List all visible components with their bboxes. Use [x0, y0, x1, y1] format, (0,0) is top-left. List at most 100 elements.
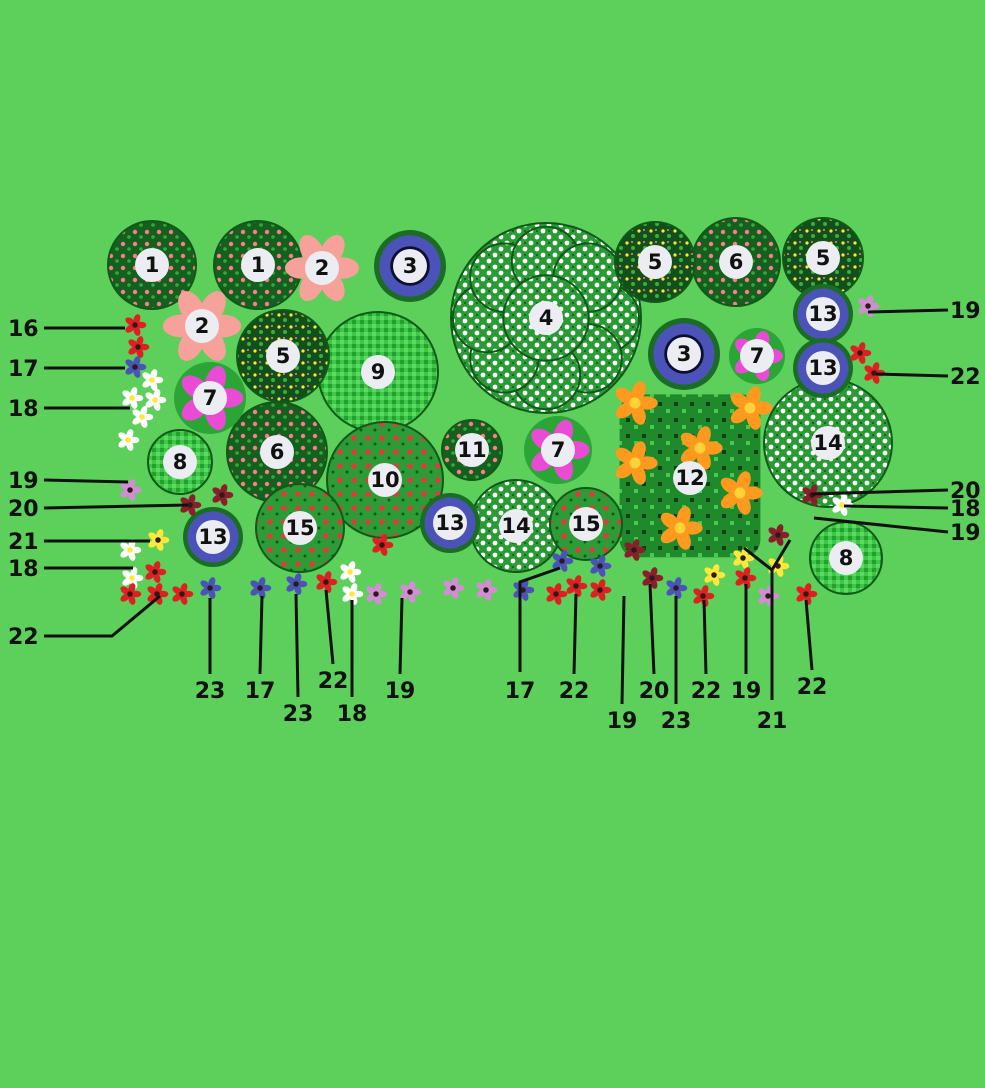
- bottom-label: 22: [691, 679, 722, 704]
- side-label-right: 22: [950, 365, 981, 390]
- plant-number-text: 13: [808, 356, 837, 380]
- leader-line-bottom: [804, 599, 814, 671]
- edging-flower-3: [142, 369, 164, 391]
- bottom-label: 22: [559, 679, 590, 704]
- edging-flower-46: [768, 524, 790, 546]
- side-label-left: 16: [8, 317, 39, 342]
- leader-line-right: [875, 372, 949, 378]
- edging-flower-21: [366, 583, 388, 605]
- plant-number-text: 13: [808, 302, 837, 326]
- plant-12-21-bloom-0: [615, 381, 658, 425]
- edging-flower-22: [400, 581, 422, 603]
- plant-number-text: 3: [403, 254, 418, 278]
- side-label-right: 18: [950, 497, 981, 522]
- edging-flower-26: [546, 583, 568, 605]
- plant-shapes: [107, 217, 893, 607]
- edging-flower-14: [172, 583, 194, 605]
- leader-line-bottom: [518, 566, 561, 672]
- plant-number-circle-25: [196, 520, 230, 554]
- side-label-right: 19: [950, 299, 981, 324]
- plant-number-circle-11: [667, 337, 701, 371]
- edging-flower-29: [552, 550, 574, 572]
- edging-flower-41: [850, 342, 872, 364]
- edging-flower-44: [802, 484, 824, 506]
- plant-number-text: 15: [285, 516, 314, 540]
- side-label-left: 20: [8, 497, 39, 522]
- plant-number-circle-20: [541, 433, 575, 467]
- plant-number-text: 10: [370, 468, 399, 492]
- leader-line-bottom: [324, 589, 335, 665]
- bottom-label: 23: [283, 702, 314, 727]
- edging-flower-5: [145, 389, 167, 411]
- plant-number-circle-18: [368, 463, 402, 497]
- leader-line-left: [43, 503, 189, 510]
- plant-number-circle-0: [135, 248, 169, 282]
- leader-line-bottom: [648, 583, 656, 675]
- plant-number-circle-19: [455, 433, 489, 467]
- side-label-left: 19: [8, 469, 39, 494]
- plant-number-circle-7: [806, 241, 840, 275]
- plant-number-text: 11: [457, 438, 486, 462]
- plant-number-circle-23: [433, 506, 467, 540]
- plant-12-21-bloom-5: [660, 506, 703, 550]
- edging-flower-13: [147, 583, 169, 605]
- plant-12-21-bloom-4: [720, 471, 763, 515]
- plant-number-circle-14: [806, 351, 840, 385]
- edging-flower-12: [120, 583, 142, 605]
- side-label-left: 18: [8, 397, 39, 422]
- plant-number-circle-6: [719, 245, 753, 279]
- edging-flower-50: [372, 534, 394, 556]
- edging-flower-24: [476, 579, 498, 601]
- edging-flower-0: [125, 314, 147, 336]
- bottom-label: 20: [639, 679, 670, 704]
- leader-line-left: [43, 478, 129, 484]
- plant-number-circle-3: [393, 249, 427, 283]
- plant-number-text: 3: [677, 342, 692, 366]
- bottom-label: 23: [195, 679, 226, 704]
- leader-line-bottom: [572, 593, 578, 675]
- plant-number-circle-22: [811, 426, 845, 460]
- plant-number-text: 13: [435, 511, 464, 535]
- edging-flower-8: [148, 529, 170, 551]
- leader-line-bottom: [294, 593, 300, 698]
- plant-number-text: 7: [203, 386, 218, 410]
- plant-number-text: 15: [571, 512, 600, 536]
- leader-line-bottom: [702, 599, 708, 675]
- plant-number-circle-8: [185, 309, 219, 343]
- edging-flower-23: [443, 577, 465, 599]
- edging-flower-30: [590, 555, 612, 577]
- bottom-label: 22: [318, 669, 349, 694]
- plant-number-circle-28: [829, 541, 863, 575]
- leader-line-bottom: [258, 595, 264, 675]
- plant-number-circle-13: [806, 297, 840, 331]
- plant-number-text: 4: [539, 306, 554, 330]
- plant-number-text: 5: [276, 344, 291, 368]
- leader-line-bottom: [620, 595, 626, 705]
- edging-flower-43: [858, 295, 880, 317]
- plant-number-text: 6: [270, 440, 285, 464]
- edging-flower-4: [122, 387, 144, 409]
- edging-flower-35: [704, 564, 726, 586]
- edging-flower-49: [212, 484, 234, 506]
- edging-flower-47: [120, 479, 142, 501]
- plant-number-text: 12: [675, 466, 704, 490]
- edging-flower-36: [733, 547, 755, 569]
- side-label-right: 19: [950, 521, 981, 546]
- edging-flower-1: [128, 336, 150, 358]
- side-label-left: 22: [8, 625, 39, 650]
- side-label-left: 21: [8, 530, 39, 555]
- edging-flower-40: [796, 583, 818, 605]
- plant-number-text: 13: [198, 525, 227, 549]
- plant-number-text: 8: [173, 450, 188, 474]
- plant-number-text: 7: [551, 438, 566, 462]
- bottom-label: 17: [245, 679, 276, 704]
- bottom-label: 19: [731, 679, 762, 704]
- leader-line-left: [44, 594, 161, 638]
- plant-number-text: 14: [501, 514, 530, 538]
- plant-number-text: 1: [145, 253, 160, 277]
- plant-number-circle-24: [283, 511, 317, 545]
- plant-number-text: 7: [750, 344, 765, 368]
- side-label-left: 18: [8, 557, 39, 582]
